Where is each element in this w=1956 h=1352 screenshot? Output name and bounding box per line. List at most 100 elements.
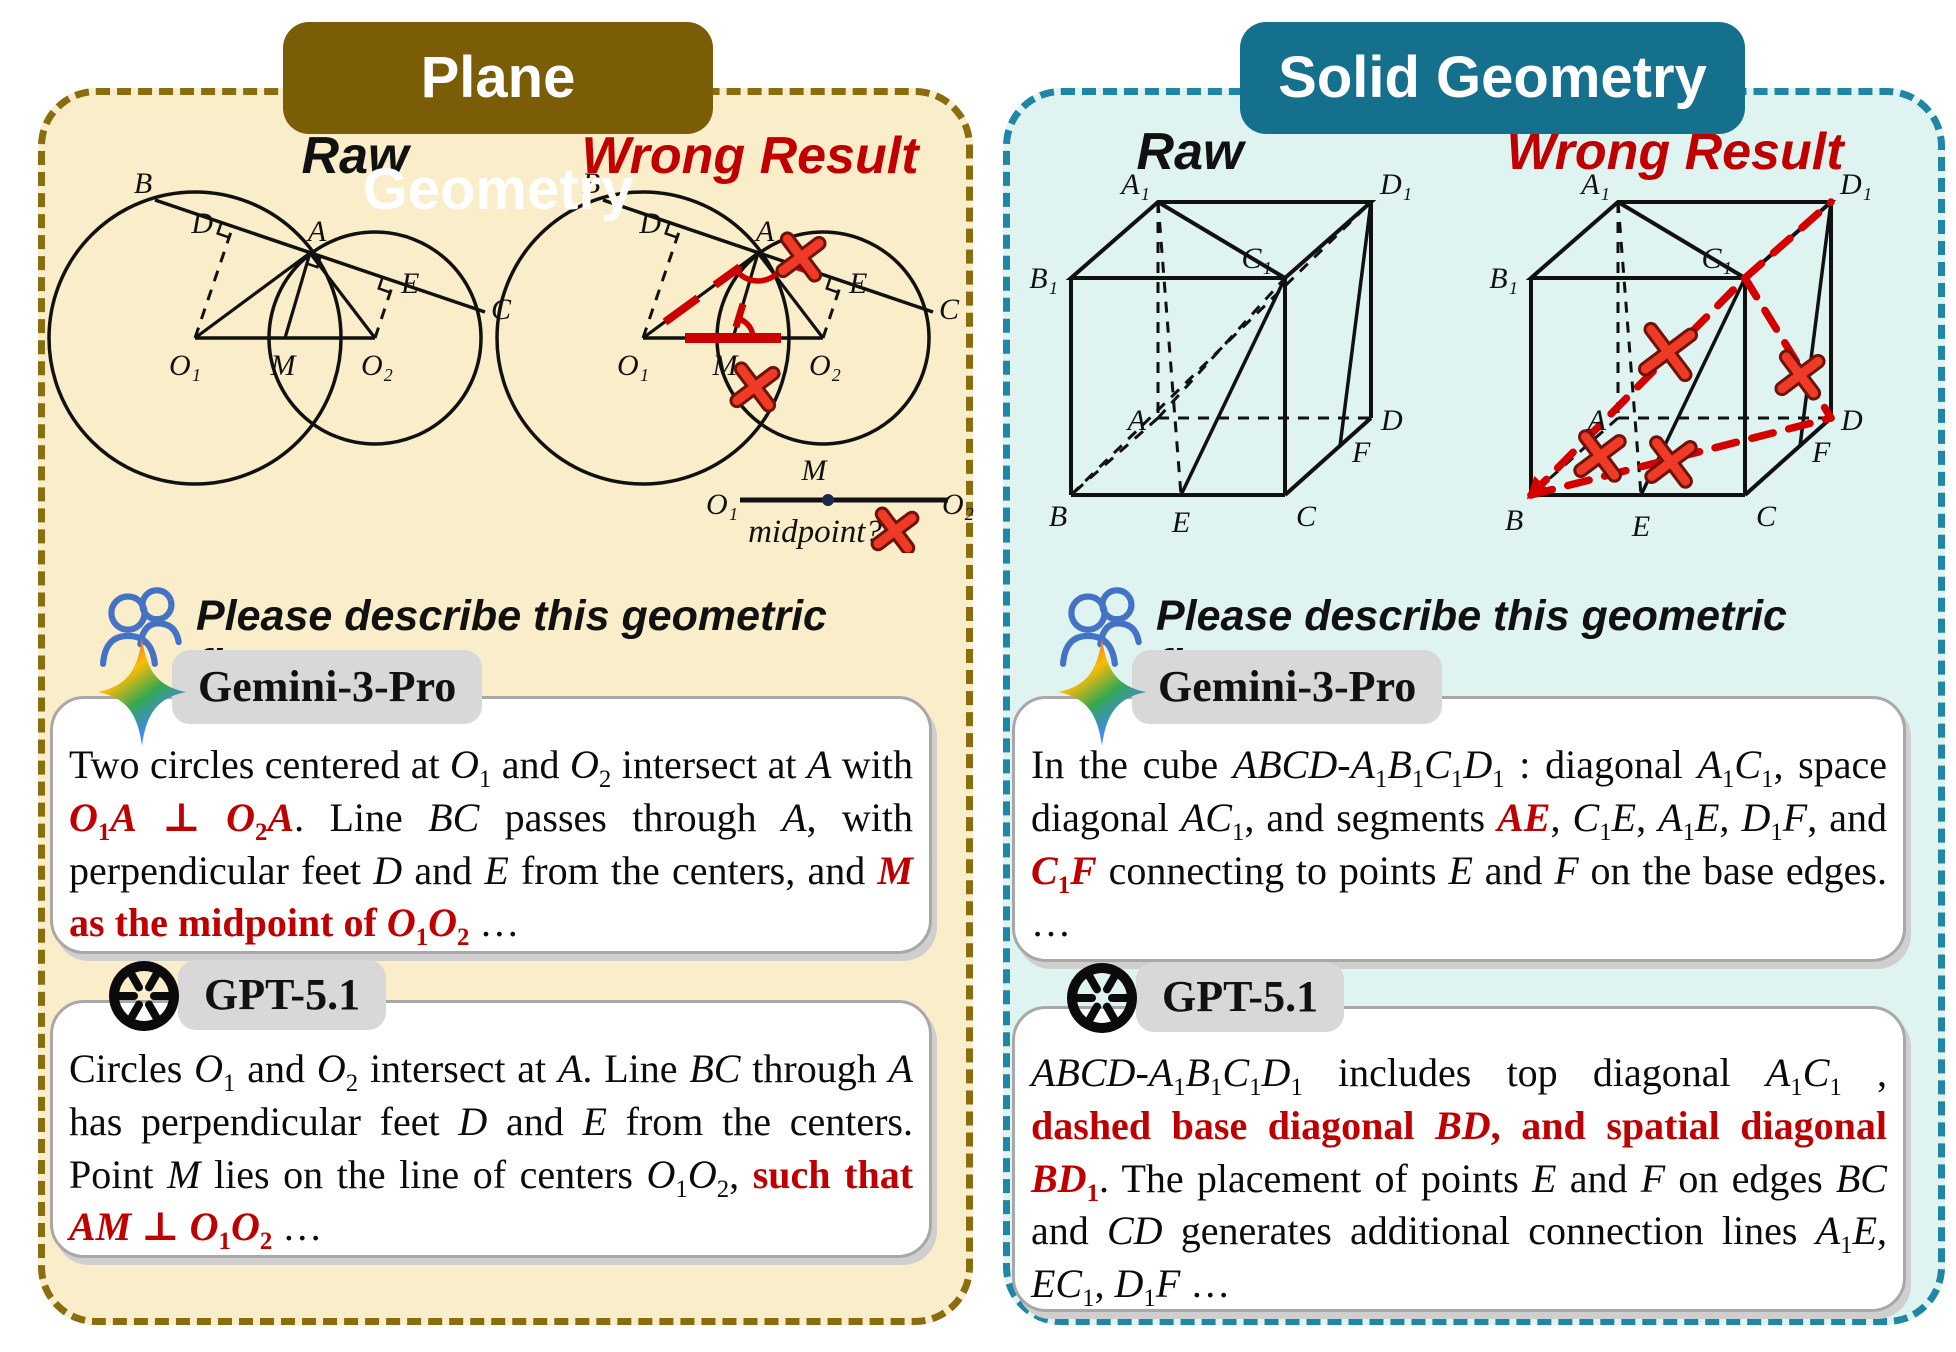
segment-o1a xyxy=(642,251,759,340)
segment-o1d-dashed xyxy=(193,225,235,339)
label-a: A xyxy=(306,215,327,248)
label-c1: C₁ xyxy=(1242,242,1272,275)
label-e: E xyxy=(848,267,867,300)
label-a1: A₁ xyxy=(1119,168,1150,201)
gemini-model-badge: Gemini-3-Pro xyxy=(1132,650,1443,724)
label-d: D xyxy=(1380,404,1403,437)
label-c: C xyxy=(939,293,960,326)
label-a: A xyxy=(754,215,775,248)
gpt-response-box-solid: ABCD-A1B1C1D1 includes top diagonal A1C1… xyxy=(1012,1006,1906,1312)
right-angle-mark-e xyxy=(377,276,391,294)
label-o1: O₁ xyxy=(169,349,201,382)
red-highlight-am xyxy=(732,302,747,329)
line-bc xyxy=(154,198,486,314)
gemini-icon xyxy=(1057,638,1147,746)
label-b: B xyxy=(1049,500,1067,533)
error-x-icon xyxy=(870,506,920,553)
segment-o2e-dashed xyxy=(821,280,844,339)
two-circles-diagram-wrong: B D A E C O₁ M O₂ xyxy=(495,167,960,486)
error-x-icon xyxy=(729,361,781,413)
plane-geometry-title: Plane Geometry xyxy=(283,22,713,222)
red-angle-arc-m xyxy=(737,316,756,339)
right-angle-mark-d xyxy=(216,221,230,239)
gemini-response-text: Two circles centered at O1 and O2 inters… xyxy=(69,742,914,952)
diagonal-a1c1 xyxy=(1156,200,1287,280)
label-f: F xyxy=(1351,436,1371,469)
right-angle-mark-d xyxy=(664,221,678,239)
label-m: M xyxy=(270,349,298,382)
gemini-model-badge: Gemini-3-Pro xyxy=(172,650,483,724)
user-icon xyxy=(99,587,182,667)
label-a1: A₁ xyxy=(1579,168,1610,201)
gpt-response-box-plane: Circles O1 and O2 intersect at A. Line B… xyxy=(50,1000,932,1258)
red-error-marks xyxy=(1526,198,1835,500)
plane-raw-label: Raw xyxy=(301,127,409,185)
label-m: M xyxy=(801,454,829,487)
solid-wrong-figure: A₁ D₁ B₁ C₁ A D B E C F xyxy=(1489,168,1872,540)
segment-d1f xyxy=(1798,201,1833,447)
segment-c1e xyxy=(1179,277,1287,496)
point-m xyxy=(822,494,834,506)
label-a: A xyxy=(1586,404,1607,437)
label-b: B xyxy=(1505,504,1523,537)
two-circles-diagram: B D A E C O₁ M O₂ xyxy=(47,167,512,486)
edge-cd xyxy=(1283,416,1373,497)
segment-o1a xyxy=(194,251,311,340)
label-e: E xyxy=(1171,506,1190,539)
red-dashed-c1d1 xyxy=(1741,198,1835,282)
midpoint-question: midpoint? xyxy=(748,514,882,550)
segment-a1e-dashed xyxy=(1616,201,1643,496)
label-o2: O₂ xyxy=(942,488,974,521)
error-x-icon xyxy=(775,231,827,283)
label-b1: B₁ xyxy=(1489,262,1518,295)
label-b1: B₁ xyxy=(1029,262,1058,295)
cube-diagram-wrong: A₁ D₁ B₁ C₁ A D B E C F xyxy=(1489,168,1872,540)
user-icon xyxy=(1059,587,1142,667)
red-dashed-bc1 xyxy=(1527,274,1749,499)
label-e: E xyxy=(1631,510,1650,540)
gemini-icon xyxy=(97,638,187,746)
segment-o1d-dashed xyxy=(641,225,683,339)
plane-midpoint-subfigure: O₁ O₂ M midpoint? xyxy=(706,454,974,553)
diagonal-a1c1 xyxy=(1616,200,1747,280)
label-d: D xyxy=(1840,404,1863,437)
error-x-icon xyxy=(1573,429,1627,483)
label-c: C xyxy=(1756,500,1777,533)
openai-icon xyxy=(1067,963,1137,1033)
right-angle-mark-e xyxy=(825,276,839,294)
label-b: B xyxy=(582,167,600,200)
error-x-icon xyxy=(1637,321,1699,383)
label-f: F xyxy=(1811,436,1831,469)
label-b: B xyxy=(134,167,152,200)
label-o1: O₁ xyxy=(617,349,649,382)
red-error-marks xyxy=(662,231,827,413)
segment-o2a xyxy=(756,252,825,339)
segment-am xyxy=(283,252,312,339)
plane-wrong-label: Wrong Result xyxy=(581,127,919,185)
solid-geometry-title: Solid Geometry xyxy=(1240,22,1745,134)
gpt-model-badge: GPT-5.1 xyxy=(178,960,387,1030)
gemini-response-box-plane: Two circles centered at O1 and O2 inters… xyxy=(50,696,932,954)
label-d: D xyxy=(638,207,661,240)
edge-cd xyxy=(1743,416,1833,497)
red-highlight-o1a-1 xyxy=(662,294,701,326)
label-o2: O₂ xyxy=(361,349,393,382)
error-x-icon xyxy=(1774,349,1826,401)
error-x-icon xyxy=(1644,435,1698,489)
space-diagonal-bd1-dashed xyxy=(1069,200,1373,497)
gemini-response-text: In the cube ABCD-A1B1C1D1 : diagonal A1C… xyxy=(1031,742,1888,946)
label-c: C xyxy=(1296,500,1317,533)
openai-icon xyxy=(109,961,179,1031)
label-a: A xyxy=(1126,404,1147,437)
solid-raw-label: Raw xyxy=(1136,123,1244,181)
gemini-response-box-solid: In the cube ABCD-A1B1C1D1 : diagonal A1C… xyxy=(1012,696,1906,962)
label-d1: D₁ xyxy=(1839,168,1872,201)
label-c1: C₁ xyxy=(1702,242,1732,275)
label-e: E xyxy=(400,267,419,300)
segment-o2a xyxy=(308,252,377,339)
label-o2: O₂ xyxy=(809,349,841,382)
plane-wrong-figure: B D A E C O₁ M O₂ xyxy=(495,167,960,486)
segment-a1e-dashed xyxy=(1156,201,1183,496)
red-arrowhead-b xyxy=(1526,475,1550,500)
